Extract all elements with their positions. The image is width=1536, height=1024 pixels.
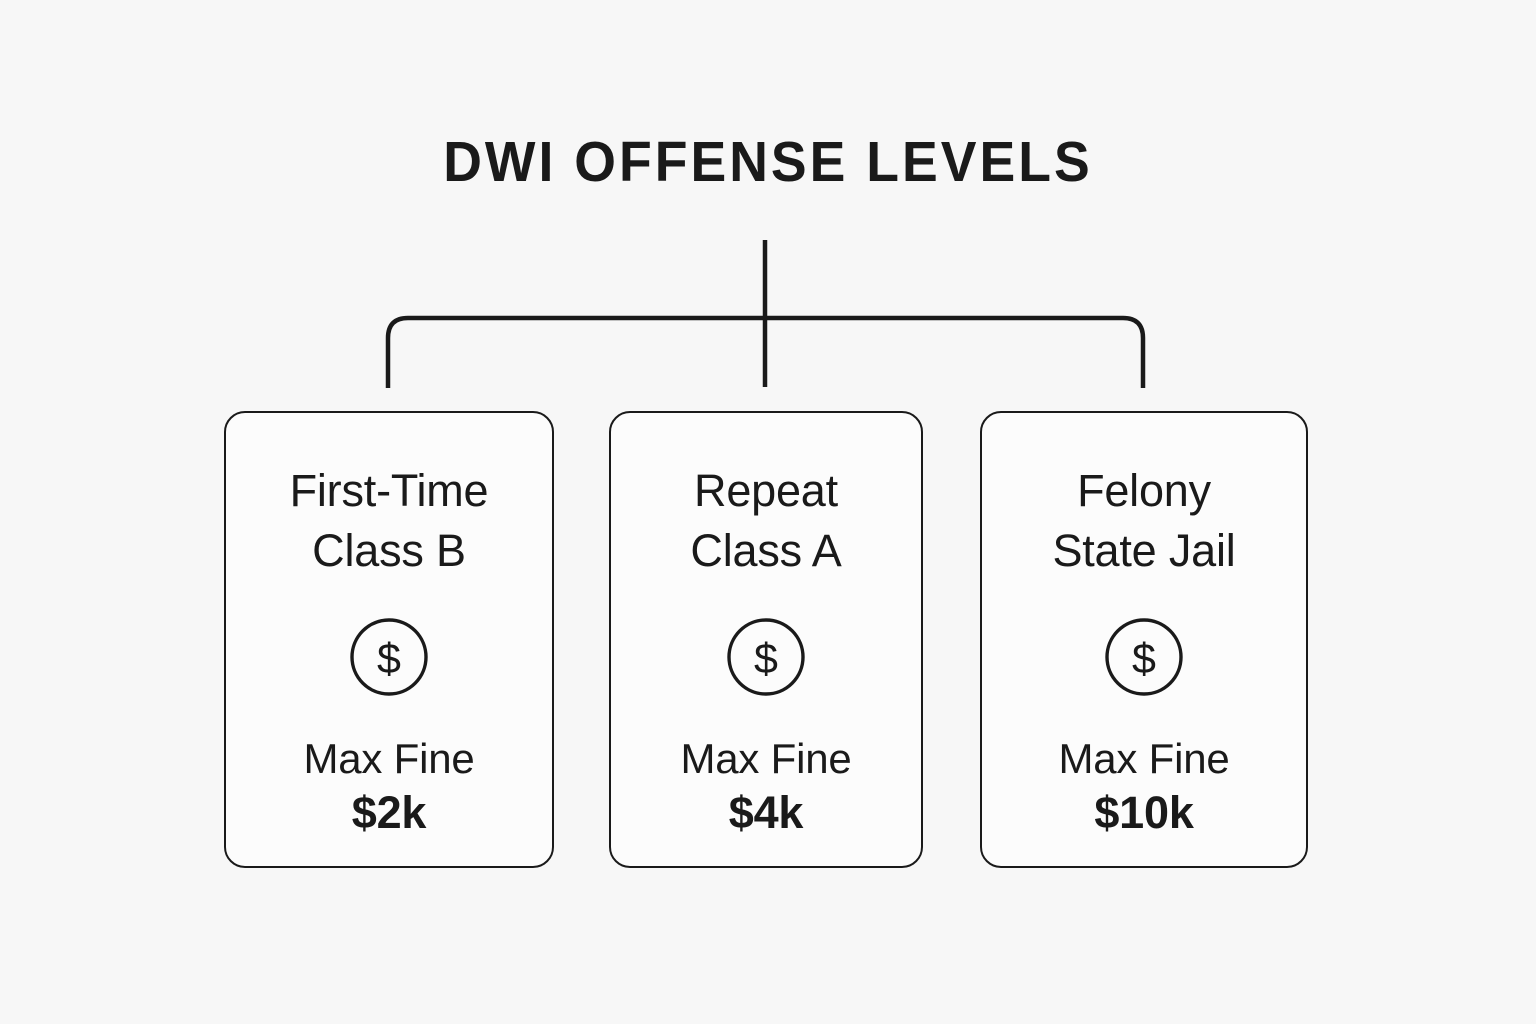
page-title: DWI OFFENSE LEVELS xyxy=(443,130,1093,194)
connector-bus xyxy=(385,315,1146,388)
dollar-circle-icon: $ xyxy=(1104,617,1184,697)
svg-text:$: $ xyxy=(1132,635,1156,683)
svg-text:$: $ xyxy=(377,635,401,683)
svg-text:$: $ xyxy=(754,635,778,683)
max-fine-block: Max Fine $2k xyxy=(226,733,552,841)
offense-card-heading-line-2: Class B xyxy=(312,525,466,576)
max-fine-block: Max Fine $4k xyxy=(611,733,921,841)
max-fine-label: Max Fine xyxy=(1058,735,1230,782)
dollar-circle-icon: $ xyxy=(726,617,806,697)
offense-card-felony[interactable]: Felony State Jail $ Max Fine $10k xyxy=(980,411,1308,868)
max-fine-amount: $2k xyxy=(351,787,427,838)
offense-card-heading-line-2: State Jail xyxy=(1052,525,1236,576)
max-fine-amount: $10k xyxy=(1094,787,1194,838)
offense-card-heading: Felony State Jail xyxy=(982,461,1306,581)
offense-card-heading: First-Time Class B xyxy=(226,461,552,581)
offense-card-heading: Repeat Class A xyxy=(611,461,921,581)
max-fine-block: Max Fine $10k xyxy=(982,733,1306,841)
offense-card-first-time[interactable]: First-Time Class B $ Max Fine $2k xyxy=(224,411,554,868)
max-fine-amount: $4k xyxy=(728,787,804,838)
offense-card-heading-line-1: Repeat xyxy=(694,465,838,516)
max-fine-label: Max Fine xyxy=(680,735,852,782)
offense-card-heading-line-1: Felony xyxy=(1077,465,1211,516)
max-fine-label: Max Fine xyxy=(303,735,475,782)
dollar-circle-icon: $ xyxy=(349,617,429,697)
offense-card-heading-line-2: Class A xyxy=(690,525,842,576)
offense-card-repeat[interactable]: Repeat Class A $ Max Fine $4k xyxy=(609,411,923,868)
offense-card-heading-line-1: First-Time xyxy=(289,465,489,516)
